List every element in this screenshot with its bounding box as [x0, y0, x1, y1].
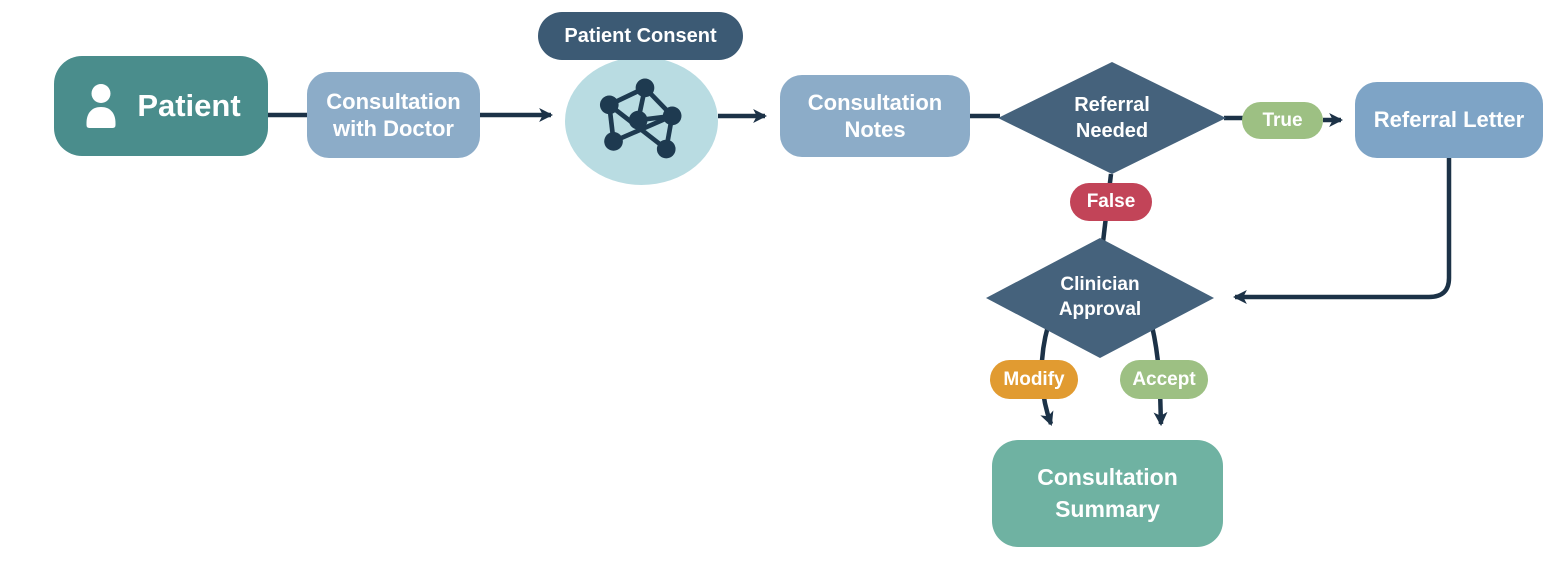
clinician-approval-line2: Approval	[1058, 299, 1142, 320]
patient-consent-text: Patient Consent	[564, 24, 717, 47]
modify-text: Modify	[1003, 368, 1065, 390]
node-consultation-summary: Consultation Summary	[992, 440, 1223, 547]
doctor-label-line1: Consultation	[326, 88, 461, 114]
connector-letter-to-approval	[1232, 158, 1452, 304]
summary-line2: Summary	[1055, 495, 1160, 522]
doctor-label-line2: with Doctor	[333, 116, 454, 141]
notes-label-line1: Consultation	[807, 89, 943, 115]
node-patient: Patient	[54, 56, 268, 156]
person-icon	[81, 83, 121, 129]
notes-label-line2: Notes	[844, 117, 906, 142]
patient-label: Patient	[137, 88, 241, 123]
node-referral-letter: Referral Letter	[1355, 82, 1543, 158]
node-consultation-with-doctor: Consultation with Doctor	[307, 72, 480, 158]
referral-needed-line2: Needed	[1075, 120, 1149, 142]
edge-label-true: True	[1242, 102, 1323, 139]
false-text: False	[1086, 191, 1136, 212]
true-text: True	[1262, 109, 1303, 131]
edge-label-modify: Modify	[990, 360, 1078, 399]
label-patient-consent: Patient Consent	[538, 12, 743, 60]
referral-letter-text: Referral Letter	[1373, 107, 1525, 132]
edge-label-accept: Accept	[1120, 360, 1208, 399]
edge-label-false: False	[1070, 183, 1152, 221]
accept-text: Accept	[1132, 368, 1196, 390]
node-ai-model-circle	[565, 57, 718, 185]
summary-line1: Consultation	[1037, 464, 1178, 491]
clinician-approval-line1: Clinician	[1060, 274, 1140, 296]
node-consultation-notes: Consultation Notes	[780, 75, 970, 157]
referral-needed-line1: Referral	[1074, 94, 1150, 116]
network-graph-icon	[577, 66, 707, 176]
